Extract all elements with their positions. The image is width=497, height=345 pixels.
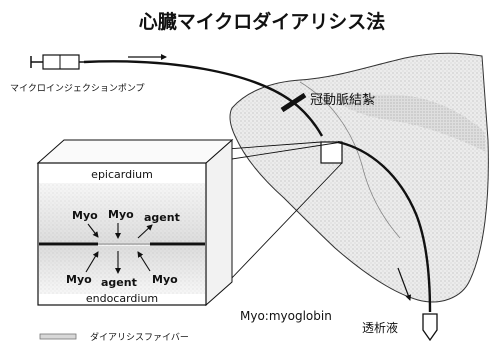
myo-definition-label: Myo:myoglobin	[240, 309, 332, 323]
inflow-tube	[83, 60, 324, 137]
ligation-label: 冠動脈結紮	[310, 93, 375, 108]
dialysate-vial-icon	[422, 313, 438, 342]
agent-top-right-label: agent	[144, 211, 180, 224]
syringe-icon	[30, 54, 84, 70]
pump-label: マイクロインジェクションポンプ	[10, 83, 145, 94]
myo-bottom-right-label: Myo	[152, 273, 178, 286]
fiber-legend-label: ダイアリシスファイバー	[90, 331, 189, 343]
agent-bottom-center-label: agent	[101, 276, 137, 289]
coronary-region	[332, 94, 486, 152]
heart-inner-contour	[299, 81, 401, 239]
myo-top-center-label: Myo	[108, 208, 134, 221]
magnified-tissue-box	[36, 138, 234, 307]
ligation-mark	[280, 92, 307, 113]
heart-outline	[229, 52, 489, 303]
fiber-legend-swatch	[39, 333, 77, 340]
diagram-title: 心臓マイクロダイアリシス法	[139, 10, 386, 33]
magnified-region-marker	[320, 141, 343, 164]
arrow-myo-bottom-right	[137, 251, 151, 272]
epicardium-label: epicardium	[91, 168, 153, 181]
myo-top-left-label: Myo	[72, 209, 98, 222]
outflow-tube	[337, 140, 432, 313]
arrow-myo-top-left	[87, 223, 99, 238]
arrow-myo-bottom-left	[85, 251, 99, 273]
fiber-legend: ダイアリシスファイバー	[39, 331, 189, 343]
outflow-arrow	[397, 267, 412, 301]
arrow-agent-top-right	[137, 224, 153, 239]
diffusion-arrows	[85, 223, 153, 274]
myo-bottom-left-label: Myo	[66, 273, 92, 286]
endocardium-label: endocardium	[86, 292, 158, 305]
dialysate-label: 透析液	[362, 320, 398, 335]
